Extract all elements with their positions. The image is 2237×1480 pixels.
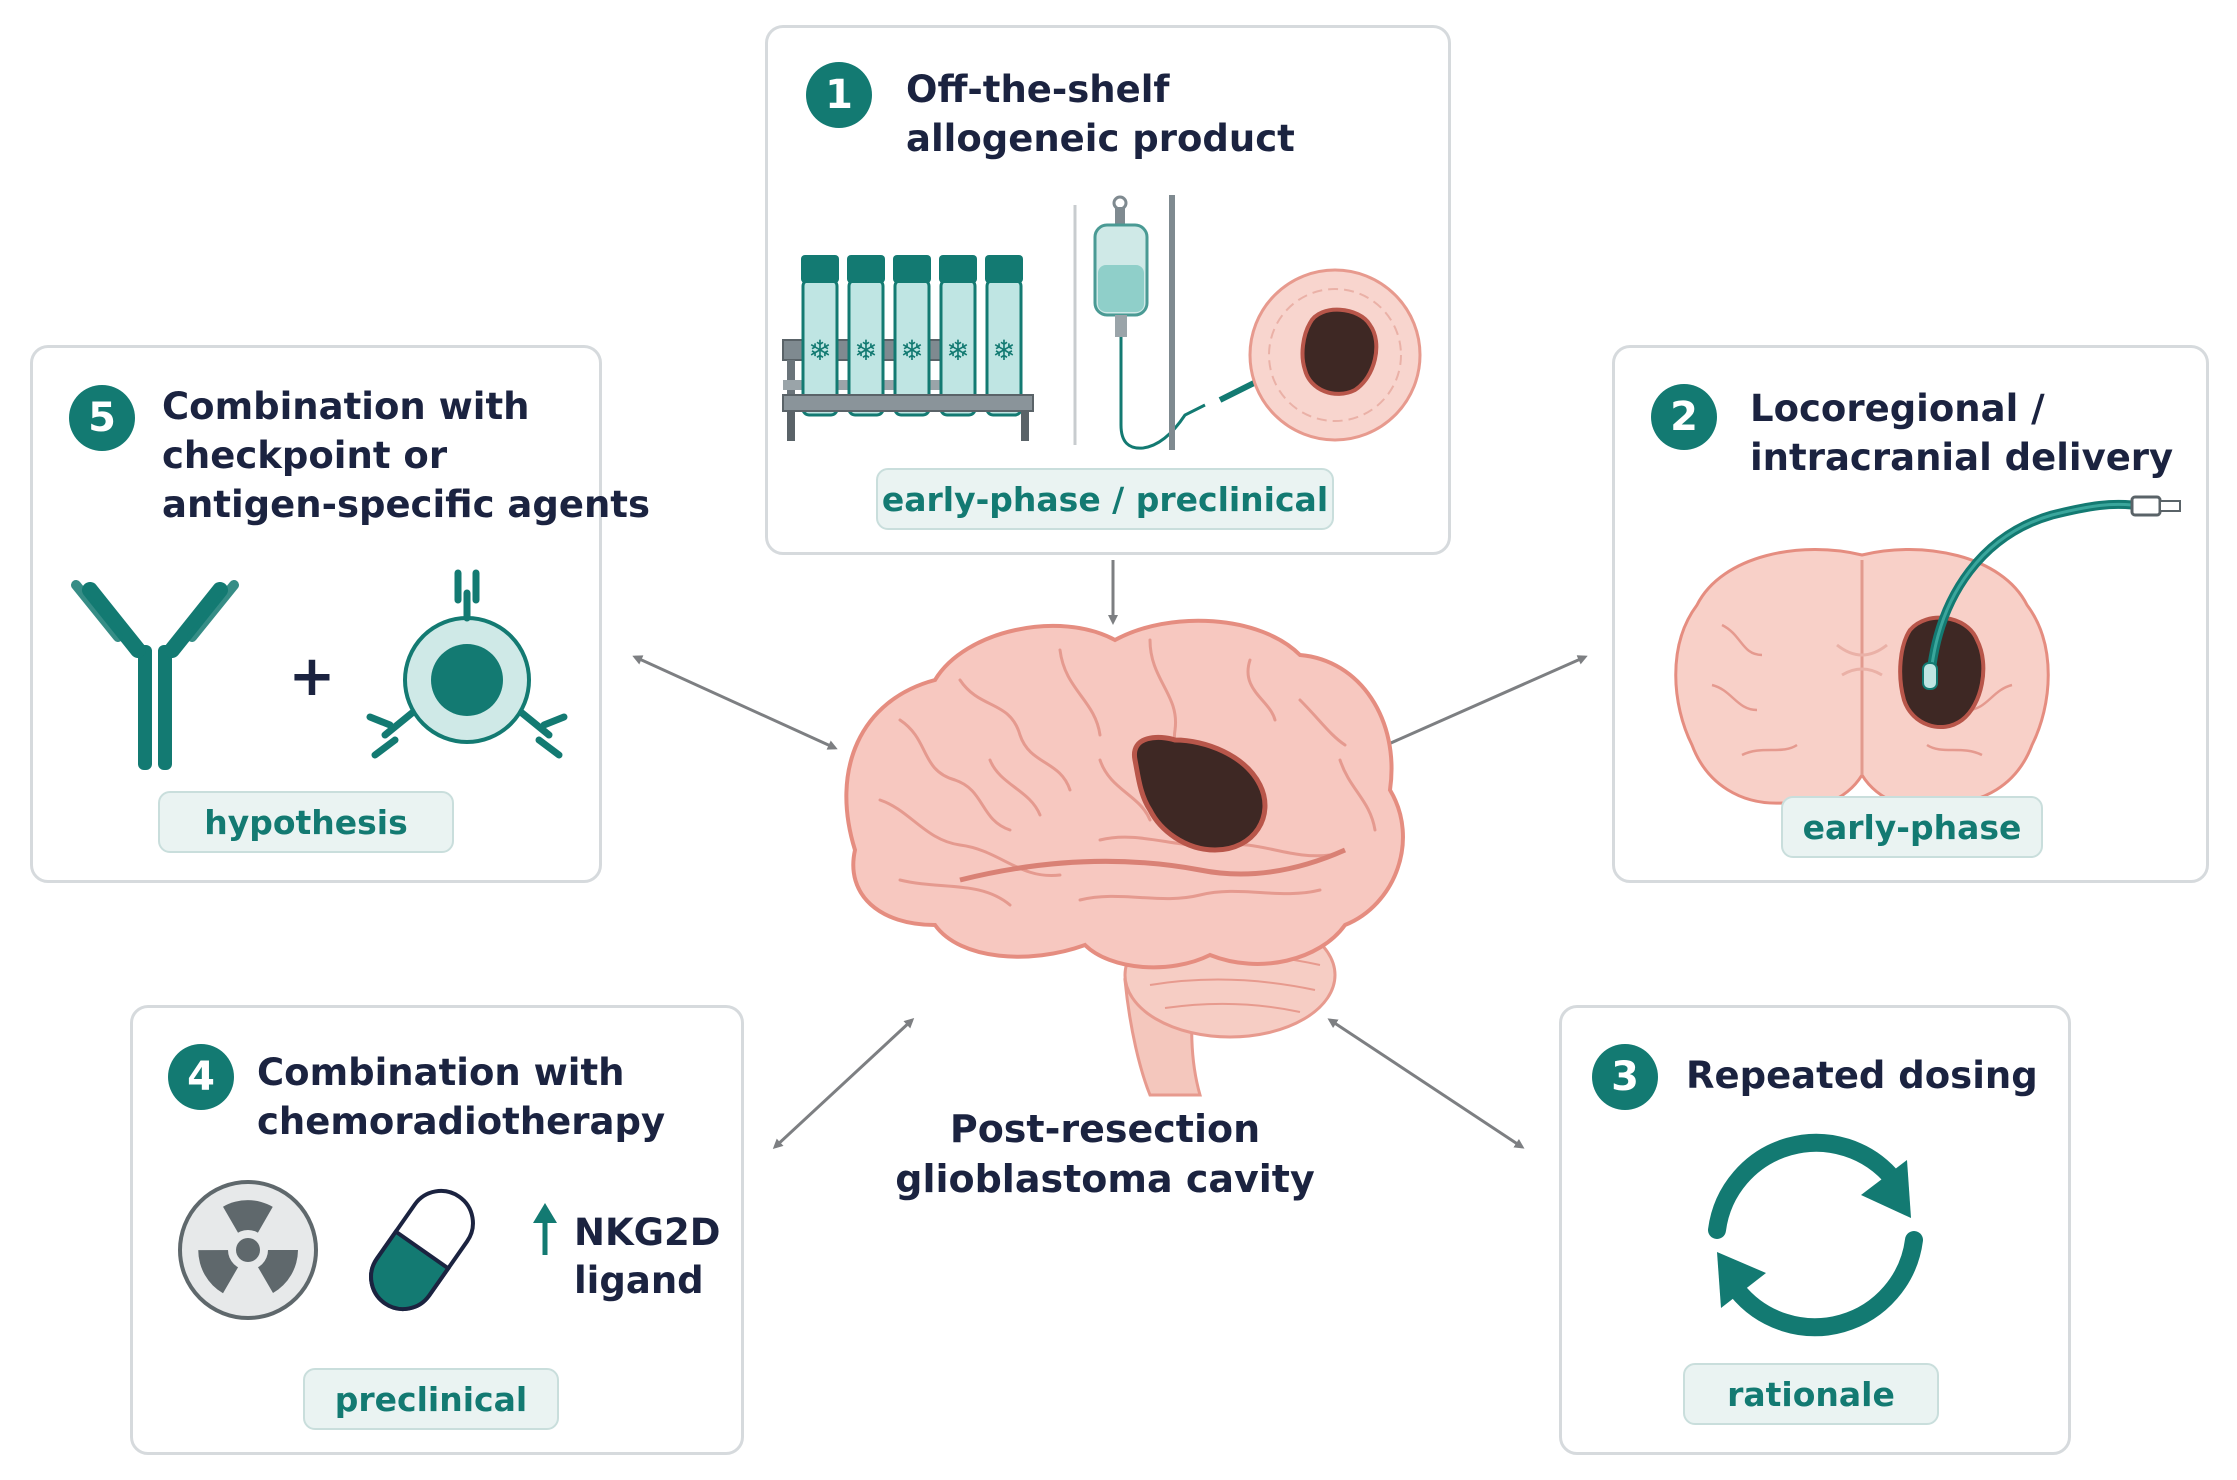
step-number-1: 1	[806, 62, 872, 128]
nkg2d-label-line2: ligand	[574, 1259, 704, 1302]
arrow-card2-brain	[1372, 655, 1588, 752]
tumor-cavity	[1132, 734, 1268, 853]
step-number-5: 5	[69, 385, 135, 451]
card-repeated-dosing: 3 Repeated dosing rationale	[1559, 1005, 2071, 1455]
card1-title-line2: allogeneic product	[906, 117, 1295, 160]
nk-cell-icon	[366, 569, 568, 759]
card2-title-line2: intracranial delivery	[1750, 436, 2174, 479]
capsule-icon	[369, 1188, 475, 1312]
svg-text:❄: ❄	[900, 334, 923, 367]
card4-illustration	[178, 1180, 557, 1320]
iv-bag-icon	[1093, 195, 1206, 450]
brain-icon	[844, 618, 1405, 1097]
card3-title-line1: Repeated dosing	[1686, 1054, 2038, 1097]
up-arrow-icon	[533, 1203, 557, 1255]
center-label-line2: glioblastoma cavity	[895, 1157, 1315, 1201]
card2-badge: early-phase	[1781, 796, 2043, 858]
card5-illustration: +	[71, 569, 568, 770]
center-label: Post-resection glioblastoma cavity	[870, 1104, 1340, 1204]
card3-badge: rationale	[1683, 1363, 1939, 1425]
card5-title-line2: checkpoint or	[162, 434, 448, 477]
radiation-icon	[178, 1180, 318, 1320]
card5-badge: hypothesis	[158, 791, 454, 853]
card5-title-line3: antigen-specific agents	[162, 483, 651, 526]
card4-title: Combination with chemoradiotherapy	[257, 1048, 665, 1146]
card4-title-line2: chemoradiotherapy	[257, 1100, 666, 1143]
nkg2d-ligand-label: NKG2D ligand	[574, 1209, 720, 1305]
card-chemoradiotherapy: 4 Combination with chemoradiotherapy NKG…	[130, 1005, 744, 1455]
card-locoregional: 2 Locoregional / intracranial delivery e…	[1612, 345, 2209, 883]
svg-text:❄: ❄	[854, 334, 877, 367]
step-number-3: 3	[1592, 1044, 1658, 1110]
antibody-icon	[71, 580, 239, 770]
step-number-4: 4	[168, 1044, 234, 1110]
nkg2d-label-line1: NKG2D	[574, 1211, 721, 1254]
card2-title-line1: Locoregional /	[1750, 387, 2045, 430]
svg-text:❄: ❄	[992, 334, 1015, 367]
svg-text:+: +	[289, 644, 336, 709]
catheter-icon	[1922, 495, 2181, 690]
card4-title-line1: Combination with	[257, 1051, 625, 1094]
card1-title-line1: Off-the-shelf	[906, 68, 1170, 111]
brain-section-icon	[1248, 268, 1422, 442]
card-off-the-shelf: 1 Off-the-shelf allogeneic product ❄ ❄	[765, 25, 1451, 555]
card1-illustration: ❄ ❄ ❄ ❄	[782, 195, 1422, 450]
snowflake-vial-icon: ❄ ❄ ❄ ❄	[782, 255, 1034, 441]
card-checkpoint-combination: 5 Combination with checkpoint or antigen…	[30, 345, 650, 883]
card5-title-line1: Combination with	[162, 385, 530, 428]
svg-text:❄: ❄	[808, 334, 831, 367]
card3-title: Repeated dosing	[1686, 1051, 2038, 1100]
card5-title: Combination with checkpoint or antigen-s…	[162, 382, 650, 529]
svg-text:❄: ❄	[946, 334, 969, 367]
card1-badge: early-phase / preclinical	[876, 468, 1334, 530]
arrow-card4-brain	[772, 1017, 915, 1150]
card2-illustration	[1674, 495, 2181, 809]
card4-badge: preclinical	[303, 1368, 559, 1430]
brain-coronal-icon	[1674, 547, 2050, 809]
card2-title: Locoregional / intracranial delivery	[1750, 384, 2173, 482]
center-label-line1: Post-resection	[949, 1107, 1261, 1151]
arrow-card3-brain	[1327, 1018, 1525, 1149]
step-number-2: 2	[1651, 384, 1717, 450]
arrow-card5-brain	[632, 655, 838, 750]
card1-title: Off-the-shelf allogeneic product	[906, 65, 1295, 163]
refresh-cycle-icon	[1708, 1133, 1923, 1337]
